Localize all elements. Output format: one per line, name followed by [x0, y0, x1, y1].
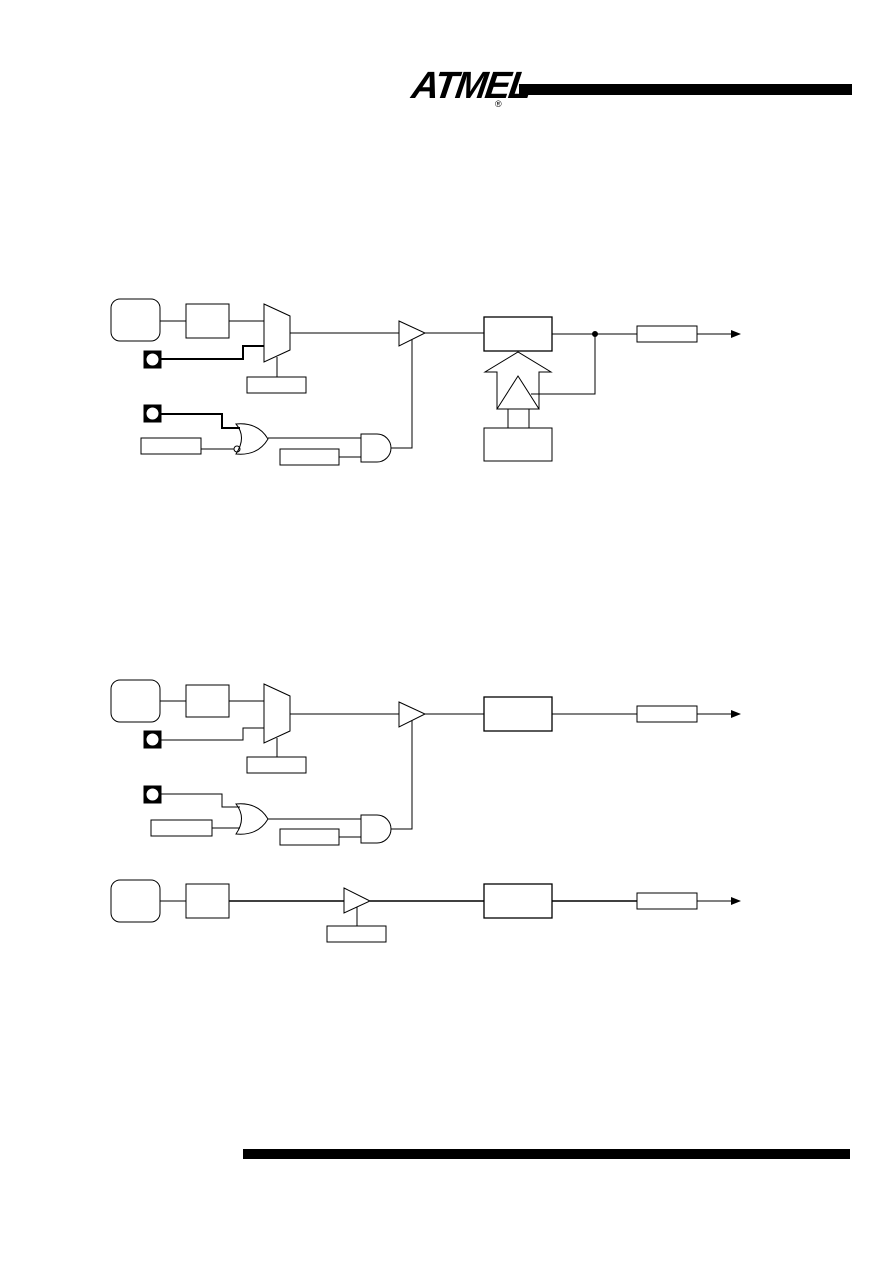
source-block	[110, 679, 161, 723]
output-register-2	[636, 705, 698, 723]
source-block	[110, 298, 161, 342]
and-gate-2	[360, 814, 392, 844]
source-block-3	[110, 879, 161, 923]
footer-bar	[243, 1149, 850, 1159]
and-input-register	[279, 448, 340, 466]
counter-block	[483, 696, 553, 732]
registered-mark: ®	[495, 99, 502, 109]
or-gate-2	[235, 803, 269, 835]
and-gate-1	[360, 433, 392, 463]
mux-select-register	[246, 376, 307, 394]
diagram-1	[110, 298, 741, 466]
hollow-arrow	[483, 351, 553, 428]
output-register-1	[636, 325, 698, 343]
or-input-register	[140, 437, 202, 455]
prescaler-block	[185, 303, 230, 339]
buffer-enable-register	[326, 925, 387, 943]
prescaler-block-3	[185, 883, 230, 919]
diagram-2	[110, 679, 741, 943]
multiplexer	[263, 303, 291, 363]
or-gate-1	[234, 423, 269, 455]
output-register-3	[636, 892, 698, 910]
multiplexer	[263, 683, 291, 744]
header-bar	[519, 84, 852, 95]
comparator-triangle	[496, 375, 540, 410]
compare-block	[483, 427, 553, 462]
counter-block	[483, 316, 553, 352]
or-input-register	[150, 819, 213, 837]
mux-select-register	[246, 756, 307, 774]
prescaler-block	[185, 684, 230, 718]
and-input-register	[279, 828, 340, 846]
counter-block-3	[483, 883, 553, 919]
